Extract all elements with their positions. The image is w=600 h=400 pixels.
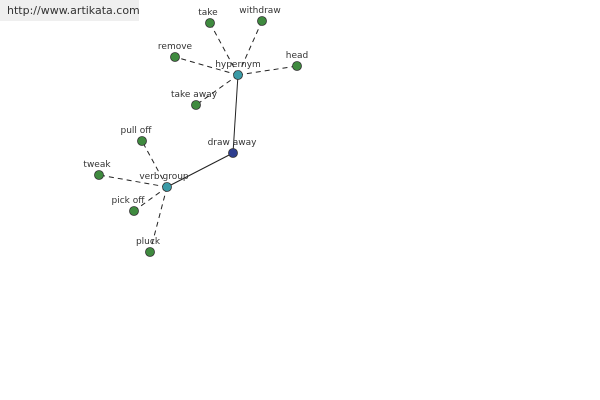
node-label-pull-off: pull off [121,126,153,136]
node-head[interactable]: head [286,51,308,71]
edge-hypernym-to-remove [174,56,239,76]
node-dot-pick-off[interactable] [129,206,139,216]
node-take-away[interactable]: take away [171,90,218,110]
node-dot-take[interactable] [205,18,215,28]
node-label-head: head [286,51,308,61]
node-dot-remove[interactable] [170,52,180,62]
node-dot-pull-off[interactable] [137,136,147,146]
edge-hypernym-to-head [237,65,298,76]
node-label-draw-away: draw away [208,138,258,148]
edges-layer [98,20,298,253]
edge-draw-away-to-hypernym [232,74,239,154]
node-tweak[interactable]: tweak [83,160,111,180]
node-label-verb-group: verb group [139,172,189,182]
node-dot-tweak[interactable] [94,170,104,180]
node-label-withdraw: withdraw [239,6,280,16]
edge-hypernym-to-withdraw [237,20,263,76]
node-dot-withdraw[interactable] [257,16,267,26]
node-dot-verb-group[interactable] [162,182,172,192]
node-take[interactable]: take [198,8,218,28]
node-label-take-away: take away [171,90,218,100]
edge-verb-group-to-tweak [98,174,168,188]
edge-verb-group-to-pick-off [133,186,168,212]
node-label-hypernym: hypernym [215,60,261,70]
node-pull-off[interactable]: pull off [121,126,153,146]
node-remove[interactable]: remove [158,42,193,62]
node-dot-hypernym[interactable] [233,70,243,80]
node-verb-group[interactable]: verb group [139,172,189,192]
watermark-url[interactable]: http://www.artikata.com [0,0,140,21]
edge-draw-away-to-verb-group [166,152,234,188]
node-dot-head[interactable] [292,61,302,71]
node-label-pick-off: pick off [112,196,146,206]
node-hypernym[interactable]: hypernym [215,60,261,80]
node-label-take: take [198,8,218,18]
node-dot-take-away[interactable] [191,100,201,110]
node-pick-off[interactable]: pick off [112,196,146,216]
edge-hypernym-to-take [209,22,239,76]
node-label-remove: remove [158,42,193,52]
node-label-pluck: pluck [136,237,161,247]
node-pluck[interactable]: pluck [136,237,161,257]
node-label-tweak: tweak [83,160,111,170]
node-dot-draw-away[interactable] [228,148,238,158]
node-withdraw[interactable]: withdraw [239,6,281,26]
node-draw-away[interactable]: draw away [208,138,258,158]
nodes-layer: draw away hypernym verb group take withdraw r… [83,6,308,257]
edge-verb-group-to-pluck [149,186,168,253]
node-dot-pluck[interactable] [145,247,155,257]
